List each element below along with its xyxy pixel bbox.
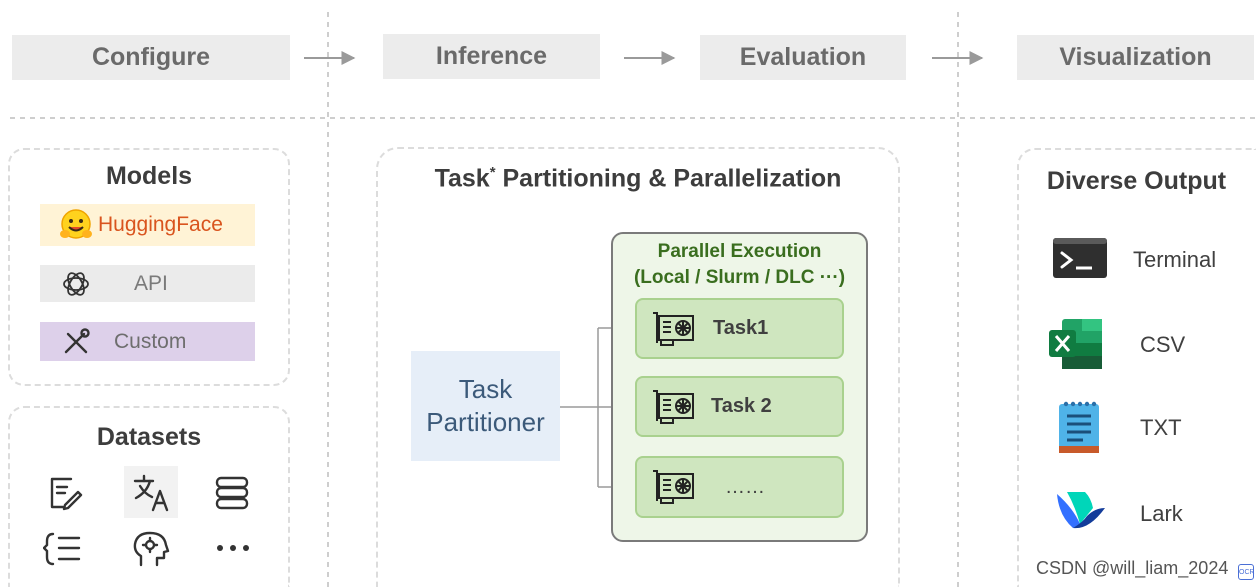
model-api-label: API xyxy=(134,271,168,295)
parallel-title-line-1: Parallel Execution xyxy=(657,241,822,262)
tools-icon xyxy=(64,327,90,353)
inference-title-sup: * xyxy=(489,164,496,181)
task-label-3: …… xyxy=(725,475,765,498)
parallel-title-line-2: (Local / Slurm / DLC ···) xyxy=(633,267,846,288)
notepad-icon xyxy=(1059,401,1099,453)
translate-icon-bg xyxy=(124,466,178,518)
translate-icon xyxy=(133,474,169,512)
task-card-1: Task1 xyxy=(635,298,844,359)
models-panel xyxy=(8,148,290,386)
task-card-2: Task 2 xyxy=(635,376,844,437)
task-label-2: Task 2 xyxy=(711,395,772,417)
stage-evaluation: Evaluation xyxy=(700,35,906,80)
gpu-card-icon xyxy=(653,470,694,504)
model-huggingface: HuggingFace xyxy=(40,204,255,246)
output-label-txt: TXT xyxy=(1140,415,1182,440)
task-label-1: Task1 xyxy=(713,317,769,339)
excel-icon xyxy=(1049,319,1102,369)
output-label-lark: Lark xyxy=(1140,501,1183,526)
task-card-3: …… xyxy=(635,456,844,518)
model-custom: Custom xyxy=(40,322,255,361)
task-partitioner: Task Partitioner xyxy=(411,351,560,461)
output-panel xyxy=(1017,148,1256,587)
edit-document-icon xyxy=(50,477,83,511)
output-title: Diverse Output xyxy=(1046,167,1227,195)
models-title: Models xyxy=(105,162,193,190)
model-custom-label: Custom xyxy=(114,329,187,353)
datasets-title: Datasets xyxy=(96,423,202,451)
datasets-panel xyxy=(8,406,290,587)
parallel-execution-title: Parallel Execution (Local / Slurm / DLC … xyxy=(611,239,868,291)
inference-title-task: Task xyxy=(434,164,490,193)
output-label-csv: CSV xyxy=(1140,332,1186,357)
lark-icon xyxy=(1057,492,1105,529)
hugging-face-icon xyxy=(60,209,92,239)
openai-icon xyxy=(63,271,89,296)
ocr-badge-icon: OCR xyxy=(1238,564,1255,580)
stage-visualization: Visualization xyxy=(1017,35,1254,80)
gpu-card-icon xyxy=(653,389,694,424)
terminal-icon xyxy=(1053,238,1107,278)
model-api: API xyxy=(40,265,255,302)
watermark: CSDN @will_liam_2024 xyxy=(1036,558,1229,578)
partitioner-line-1: Task xyxy=(458,374,513,404)
more-icon xyxy=(217,545,249,551)
brain-icon xyxy=(133,531,170,567)
output-label-terminal: Terminal xyxy=(1133,247,1217,272)
list-icon xyxy=(43,532,81,566)
layers-icon xyxy=(215,476,249,510)
model-huggingface-label: HuggingFace xyxy=(98,213,223,236)
inference-title: Task* Partitioning & Parallelization xyxy=(376,164,900,193)
stage-configure: Configure xyxy=(12,35,290,80)
inference-panel xyxy=(376,147,900,587)
stage-inference: Inference xyxy=(383,34,600,79)
partitioner-line-2: Partitioner xyxy=(426,407,545,437)
gpu-card-icon xyxy=(653,311,694,346)
inference-title-rest: Partitioning & Parallelization xyxy=(495,164,842,193)
